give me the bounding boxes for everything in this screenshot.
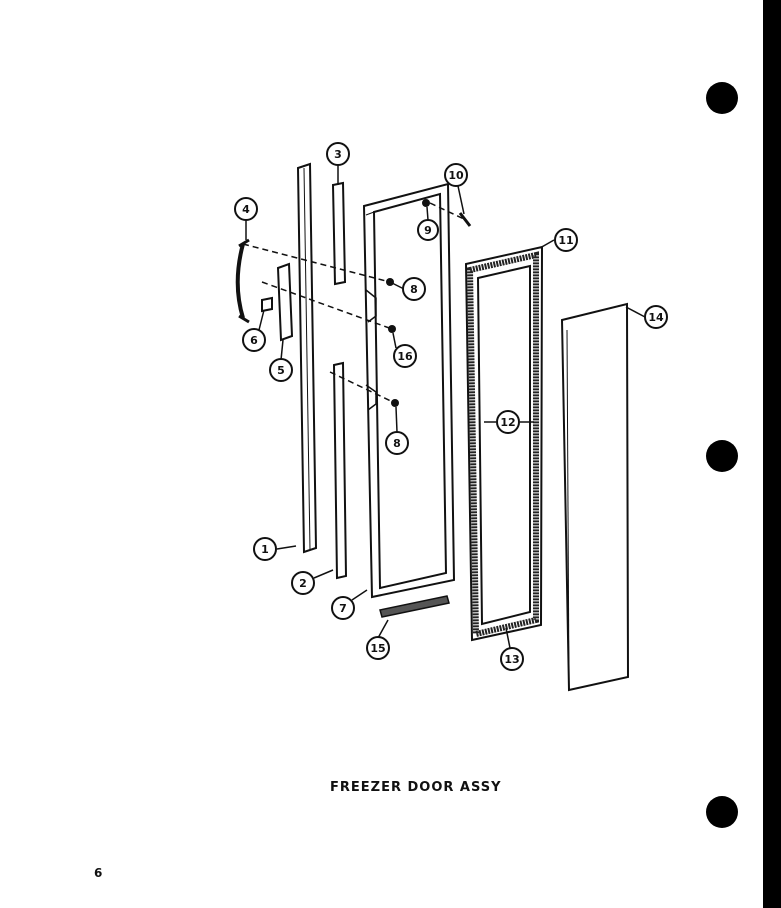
callout-2: 2 xyxy=(291,571,315,595)
part-16-screw xyxy=(388,325,396,333)
svg-text:3: 3 xyxy=(334,148,342,161)
callout-8-upper: 8 xyxy=(402,277,426,301)
part-11-gasket xyxy=(464,245,544,642)
callout-1: 1 xyxy=(253,537,277,561)
svg-text:1: 1 xyxy=(261,543,269,556)
callout-9: 9 xyxy=(417,219,439,241)
svg-text:12: 12 xyxy=(500,416,515,429)
part-7-door-frame xyxy=(362,182,456,599)
callout-14: 14 xyxy=(644,305,668,329)
callout-3: 3 xyxy=(326,142,350,166)
part-1-trim-strip xyxy=(296,162,318,554)
callout-5: 5 xyxy=(269,358,293,382)
callout-8-lower: 8 xyxy=(385,431,409,455)
svg-text:7: 7 xyxy=(339,602,347,615)
callout-7: 7 xyxy=(331,596,355,620)
svg-text:8: 8 xyxy=(393,437,401,450)
callout-11: 11 xyxy=(554,228,578,252)
svg-text:9: 9 xyxy=(424,224,432,237)
callout-15: 15 xyxy=(366,636,390,660)
part-14-door-panel xyxy=(560,302,630,692)
diagram-caption: FREEZER DOOR ASSY xyxy=(330,780,502,795)
svg-text:6: 6 xyxy=(250,334,258,347)
svg-text:15: 15 xyxy=(370,642,385,655)
binder-hole-top xyxy=(706,82,738,114)
assembly-lines xyxy=(242,202,467,404)
part-5-handle-bracket xyxy=(276,262,294,342)
svg-text:13: 13 xyxy=(504,653,519,666)
svg-text:5: 5 xyxy=(277,364,285,377)
callout-13: 13 xyxy=(500,647,524,671)
svg-text:10: 10 xyxy=(448,169,464,182)
part-6-clip xyxy=(261,296,273,313)
svg-text:4: 4 xyxy=(242,203,250,216)
svg-text:8: 8 xyxy=(410,283,418,296)
svg-text:2: 2 xyxy=(299,577,307,590)
svg-text:11: 11 xyxy=(558,234,573,247)
page-edge-bar xyxy=(763,0,781,908)
svg-text:16: 16 xyxy=(397,350,413,363)
binder-hole-bottom xyxy=(706,796,738,828)
part-3-upper-trim xyxy=(331,181,347,286)
binder-hole-middle xyxy=(706,440,738,472)
part-4-handle xyxy=(235,238,250,324)
page-number: 6 xyxy=(94,866,103,880)
part-10-screw xyxy=(458,212,472,227)
callout-10: 10 xyxy=(444,163,468,187)
callout-12: 12 xyxy=(496,410,520,434)
callout-6: 6 xyxy=(242,328,266,352)
svg-text:14: 14 xyxy=(648,311,664,324)
part-15-breaker-strip xyxy=(379,595,450,618)
callout-4: 4 xyxy=(234,197,258,221)
callout-16: 16 xyxy=(393,344,417,368)
part-9-screw xyxy=(422,199,430,207)
part-2-lower-trim xyxy=(332,361,348,580)
